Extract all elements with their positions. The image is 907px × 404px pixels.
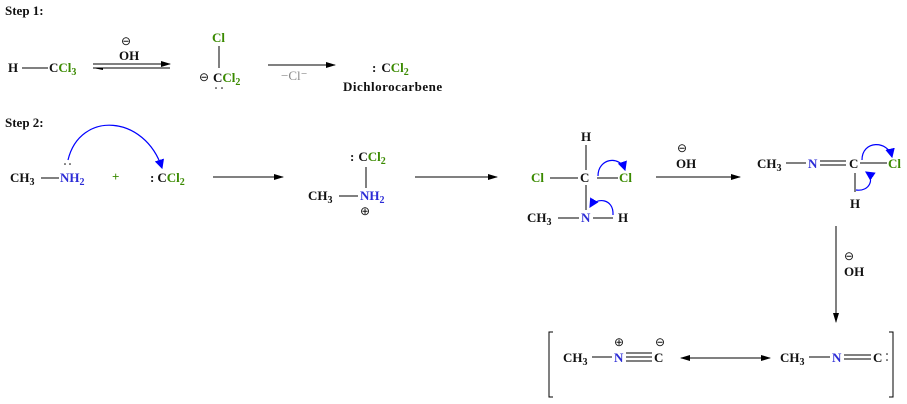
curved-arrow-icon xyxy=(597,159,627,177)
atom-c: C xyxy=(849,156,858,171)
nh2: NH2 xyxy=(60,170,85,188)
ch3: CH3 xyxy=(527,210,552,228)
ch3: CH3 xyxy=(308,188,333,206)
zwitterion-adduct: :CCl2 CH3 NH2 ⊕ xyxy=(308,149,386,218)
atom-cl: Cl xyxy=(531,170,544,185)
atom-c: C xyxy=(580,170,589,185)
ch3: CH3 xyxy=(10,170,35,188)
step2-heading: Step 2: xyxy=(5,115,44,130)
reagent-oh: OH xyxy=(676,156,696,171)
product-name: Dichlorocarbene xyxy=(343,79,443,94)
plus-sign: + xyxy=(112,169,119,184)
dichlorocarbene: :CCl2 xyxy=(150,170,185,188)
equilibrium-arrow: ⊖ OH xyxy=(93,34,171,70)
reagent-oh: OH xyxy=(844,264,864,279)
atom-c: C xyxy=(873,350,882,365)
atom-h: H xyxy=(618,210,628,225)
nh2: NH2 xyxy=(360,188,385,206)
negative-charge-icon: ⊖ xyxy=(121,34,131,48)
loss-label: −Cl⁻ xyxy=(281,68,307,83)
positive-charge-icon: ⊕ xyxy=(360,204,370,218)
atom-h: H xyxy=(8,60,18,75)
ch3: CH3 xyxy=(780,350,805,368)
vertical-base-arrow: ⊖ OH xyxy=(833,226,864,323)
base-arrow: ⊖ OH xyxy=(656,141,741,180)
atom-cl: Cl xyxy=(888,156,901,171)
atom-n: N xyxy=(808,156,818,171)
positive-charge-icon: ⊕ xyxy=(614,335,624,349)
negative-charge-icon: ⊖ xyxy=(655,335,665,349)
step1-heading: Step 1: xyxy=(5,3,44,18)
atom-cl: Cl xyxy=(212,30,225,45)
imine-intermediate: CH3 N C Cl H xyxy=(757,144,901,211)
ccl2: CCl2 xyxy=(213,70,240,88)
ch3: CH3 xyxy=(757,156,782,174)
atom-h: H xyxy=(581,129,591,144)
negative-charge-icon: ⊖ xyxy=(677,141,687,155)
trichloromethyl-anion: Cl ⊖ CCl2 xyxy=(199,30,240,89)
ch3: CH3 xyxy=(563,350,588,368)
dichlorocarbene: :CCl2 Dichlorocarbene xyxy=(343,60,443,94)
atom-h: H xyxy=(850,196,860,211)
neutral-adduct: H Cl C Cl CH3 N H xyxy=(527,129,632,228)
methylamine: CH3 NH2 xyxy=(10,163,85,188)
negative-charge-icon: ⊖ xyxy=(199,70,209,84)
curved-arrow-icon xyxy=(861,144,895,161)
chloroform: H CCl3 xyxy=(8,60,76,78)
curved-arrow-icon xyxy=(67,124,164,170)
atom-n: N xyxy=(581,210,591,225)
carbene-formula: :CCl2 xyxy=(372,60,409,78)
negative-charge-icon: ⊖ xyxy=(844,249,854,263)
reagent-oh: OH xyxy=(119,48,139,63)
isocyanide-resonance: CH3 N ⊕ C ⊖ CH3 N C xyxy=(548,331,894,398)
curved-arrow-icon xyxy=(589,197,614,216)
atom-n: N xyxy=(614,350,624,365)
atom-cl: Cl xyxy=(619,170,632,185)
ccl2: :CCl2 xyxy=(350,149,386,167)
curved-arrow-icon xyxy=(855,171,876,191)
atom-n: N xyxy=(832,350,842,365)
elimination-arrow: −Cl⁻ xyxy=(268,62,336,83)
atom-c: C xyxy=(654,350,663,365)
ccl3: CCl3 xyxy=(49,60,76,78)
